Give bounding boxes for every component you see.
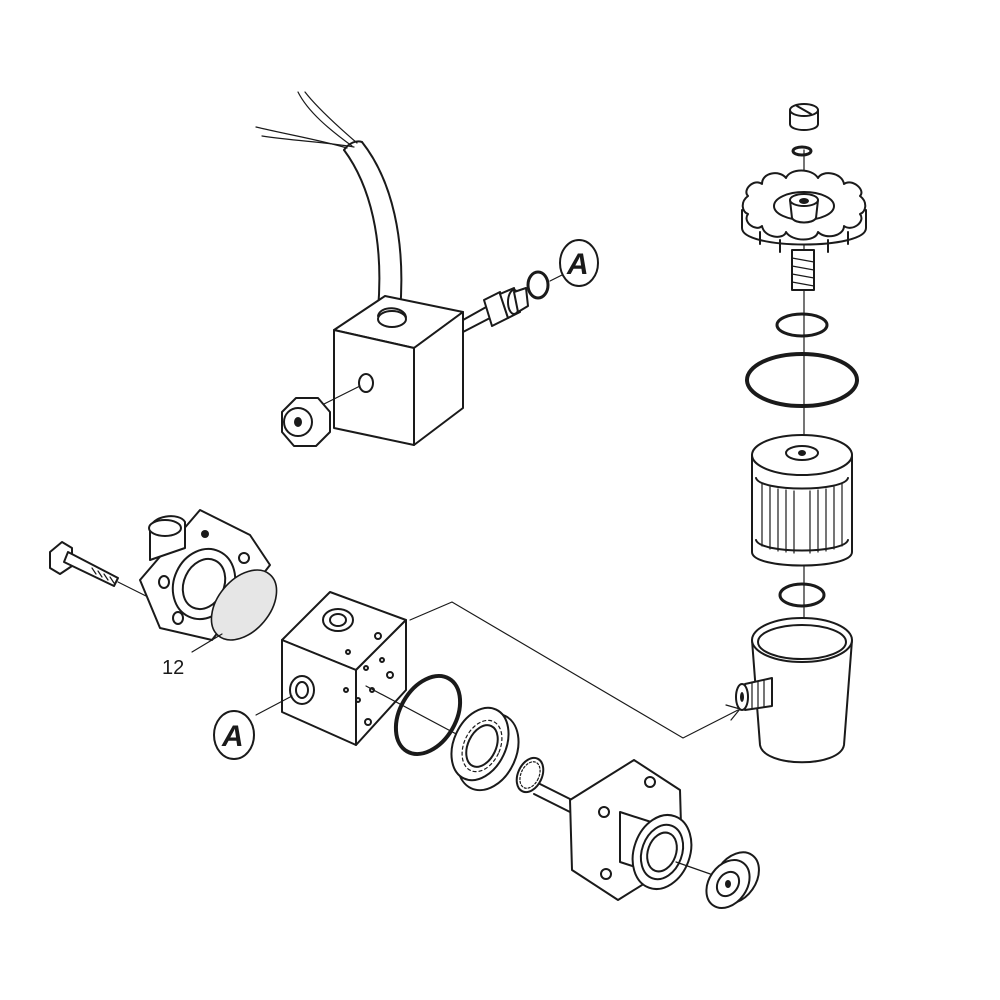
filter-mesh: [761, 483, 843, 554]
screw-cap: [789, 103, 819, 131]
callout-a-top-label: A: [566, 248, 589, 281]
o-ring-medium-upper: [775, 312, 829, 338]
o-ring-pump: [393, 674, 463, 756]
o-ring-small-top: [526, 270, 550, 300]
o-ring-large: [745, 352, 859, 408]
callout-a-bottom: A: [213, 695, 293, 760]
outer-gear-ring: [450, 706, 520, 792]
o-ring-medium-lower: [778, 582, 826, 608]
filter-cartridge: [751, 434, 853, 567]
ball-bearing: [705, 851, 760, 909]
filter-housing: [735, 617, 853, 764]
long-bolt: [49, 541, 151, 599]
pump-block: [281, 591, 491, 753]
threaded-stud: [791, 249, 815, 291]
filter-knob: [741, 169, 867, 253]
o-ring-tiny: [791, 145, 813, 157]
part-number-12: 12: [162, 657, 184, 679]
bearing-flange: [569, 759, 717, 901]
solenoid-coil-block: [299, 295, 464, 446]
callout-a-bottom-label: A: [221, 720, 244, 753]
membrane-disc: 12: [162, 569, 278, 679]
plunger-pin: [462, 287, 529, 333]
callout-a-top: A: [549, 239, 599, 287]
solenoid-cable: [255, 91, 403, 313]
hex-nut: [281, 397, 331, 447]
